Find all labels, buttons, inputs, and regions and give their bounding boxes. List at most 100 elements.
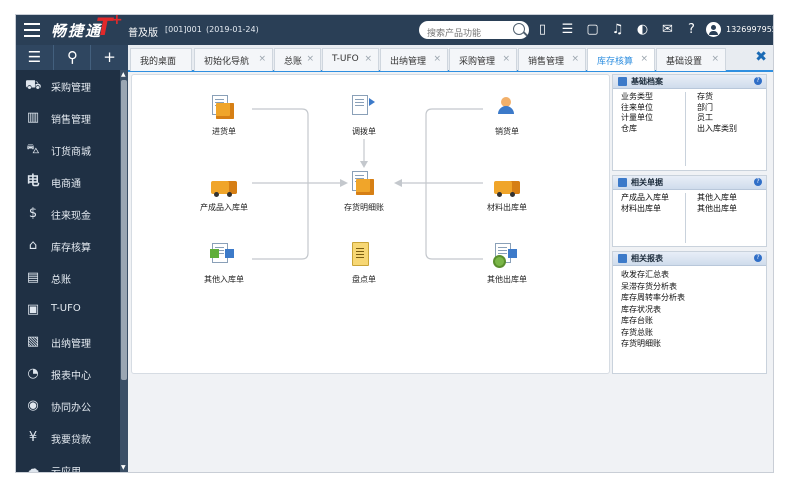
link-material-out[interactable]: 材料出库单 <box>621 203 661 213</box>
link-stock-ledger[interactable]: 库存台账 <box>621 316 653 325</box>
link-unit[interactable]: 计量单位 <box>621 113 653 122</box>
close-icon[interactable]: × <box>306 54 314 64</box>
stocktake-node[interactable]: 盘点单 <box>329 242 399 285</box>
sidebar-item-inventory[interactable]: ⌂ 库存核算 <box>16 230 120 262</box>
sidebar-scrollbar[interactable]: ▲ ▼ <box>120 70 128 472</box>
mobile-icon[interactable]: ▯ <box>538 22 547 37</box>
function-search[interactable] <box>419 21 529 43</box>
tab-cashier[interactable]: 出纳管理 × <box>380 48 448 71</box>
transfer-node[interactable]: 调拨单 <box>329 95 399 137</box>
sidebar-item-label: 采购管理 <box>51 83 91 94</box>
finished-goods-icon <box>209 171 239 199</box>
close-icon[interactable]: × <box>433 54 441 64</box>
tab-inventory[interactable]: 库存核算 × <box>587 48 655 71</box>
other-in-icon <box>209 243 239 271</box>
link-stock-status[interactable]: 库存状况表 <box>621 304 661 314</box>
sidebar-item-cash[interactable]: $ 往来现金 <box>16 198 120 230</box>
finished-goods-in-node[interactable]: 产成品入库单 <box>189 171 259 213</box>
inventory-detail-node[interactable]: 存货明细账 <box>329 171 399 213</box>
sidebar-item-collab[interactable]: ◉ 协同办公 <box>16 390 120 422</box>
link-io-category[interactable]: 出入库类别 <box>697 123 737 133</box>
sidebar-item-ecommerce[interactable]: 电 电商通 <box>16 166 120 198</box>
chat-icon[interactable]: ▢ <box>586 22 599 37</box>
tab-my-desktop[interactable]: 我的桌面 <box>130 48 192 71</box>
account-label: [001]001 <box>165 25 202 34</box>
list-icon[interactable]: ☰ <box>561 22 574 37</box>
material-out-node[interactable]: 材料出库单 <box>472 171 542 213</box>
sidebar-item-report-center[interactable]: ◔ 报表中心 <box>16 358 120 390</box>
bar-chart-icon: ▥ <box>26 110 40 125</box>
bell-icon[interactable]: ♫ <box>611 22 624 37</box>
close-icon[interactable]: × <box>571 54 579 64</box>
close-all-tabs-icon[interactable]: ✖ <box>755 49 767 65</box>
help-icon[interactable]: ? <box>754 77 762 85</box>
tab-label: T-UFO <box>332 54 359 64</box>
message-icon[interactable]: ✉ <box>662 22 673 37</box>
link-slow-stock-analysis[interactable]: 呆滞存货分析表 <box>621 281 677 291</box>
link-stock-detail-ledger[interactable]: 存货明细账 <box>621 339 661 348</box>
sidebar-item-sales[interactable]: ▥ 销售管理 <box>16 102 120 134</box>
sidebar-item-label: 往来现金 <box>51 211 91 222</box>
sales-node[interactable]: 销货单 <box>472 95 542 137</box>
sidebar-item-t-ufo[interactable]: ▣ T-UFO <box>16 294 120 326</box>
sidebar-item-loan[interactable]: ¥ 我要贷款 <box>16 422 120 454</box>
sidebar-item-ordering-mall[interactable]: ⛍ 订货商城 <box>16 134 120 166</box>
scroll-up-icon[interactable]: ▲ <box>121 71 126 78</box>
tab-purchase[interactable]: 采购管理 × <box>449 48 517 71</box>
link-other-out[interactable]: 其他出库单 <box>697 203 737 213</box>
node-label: 盘点单 <box>352 275 376 284</box>
sidebar-item-cashier[interactable]: ▧ 出纳管理 <box>16 326 120 358</box>
hamburger-menu-icon[interactable] <box>24 23 40 37</box>
tab-t-ufo[interactable]: T-UFO × <box>322 48 379 71</box>
other-in-node[interactable]: 其他入库单 <box>189 243 259 285</box>
plus-icon[interactable]: + <box>90 45 128 70</box>
refresh-icon[interactable]: ◐ <box>636 22 649 37</box>
search-icon[interactable] <box>513 23 525 35</box>
sales-icon <box>492 95 522 123</box>
link-business-type[interactable]: 业务类型 <box>621 92 653 101</box>
tab-label: 出纳管理 <box>390 57 427 67</box>
avatar[interactable] <box>706 22 721 37</box>
other-out-node[interactable]: 其他出库单 <box>472 243 542 285</box>
purchase-in-node[interactable]: 进货单 <box>189 95 259 137</box>
loan-icon: ¥ <box>28 430 38 445</box>
brand-t-logo: T <box>96 14 113 41</box>
user-phone[interactable]: 13269979558 <box>726 25 773 34</box>
tab-basic-settings[interactable]: 基础设置 × <box>656 48 726 71</box>
tab-sales[interactable]: 销售管理 × <box>518 48 586 71</box>
close-icon[interactable]: × <box>502 54 510 64</box>
tab-ledger[interactable]: 总账 × <box>274 48 321 71</box>
help-icon[interactable]: ? <box>754 178 762 186</box>
search-input[interactable] <box>419 25 513 43</box>
scroll-down-icon[interactable]: ▼ <box>121 464 126 471</box>
tab-init-nav[interactable]: 初始化导航 × <box>194 48 273 71</box>
tab-label: 我的桌面 <box>140 57 177 67</box>
link-warehouse[interactable]: 仓库 <box>621 123 637 133</box>
sidebar-item-purchase[interactable]: ⛟ 采购管理 <box>16 70 120 102</box>
scroll-thumb[interactable] <box>121 80 127 380</box>
tab-label: 总账 <box>284 57 303 67</box>
link-other-in[interactable]: 其他入库单 <box>697 193 737 202</box>
link-employee[interactable]: 员工 <box>697 113 713 122</box>
link-stock[interactable]: 存货 <box>697 92 713 101</box>
related-reports-panel: 相关报表 ? 收发存汇总表 呆滞存货分析表 库存周转率分析表 库存状况表 库存台… <box>612 251 767 374</box>
panel-title: 基础档案 <box>631 77 663 86</box>
close-icon[interactable]: × <box>364 54 372 64</box>
help-icon[interactable]: ? <box>688 22 695 37</box>
link-department[interactable]: 部门 <box>697 102 713 112</box>
close-icon[interactable]: × <box>640 54 648 64</box>
link-turnover-analysis[interactable]: 库存周转率分析表 <box>621 293 685 302</box>
link-stock-general-ledger[interactable]: 存货总账 <box>621 327 653 337</box>
collapse-menu-icon[interactable]: ☰ <box>27 48 42 66</box>
sidebar-item-cloud[interactable]: ☁ 云应用 <box>16 454 120 472</box>
close-icon[interactable]: × <box>258 54 266 64</box>
money-icon: $ <box>28 206 38 221</box>
basic-archives-panel: 基础档案 ? 业务类型 往来单位 计量单位 仓库 存货 部门 员工 出入库类别 <box>612 74 767 171</box>
search-icon[interactable]: ⚲ <box>53 45 91 70</box>
link-partner[interactable]: 往来单位 <box>621 102 653 112</box>
link-receipt-summary[interactable]: 收发存汇总表 <box>621 270 669 279</box>
sidebar-item-ledger[interactable]: ▤ 总账 <box>16 262 120 294</box>
close-icon[interactable]: × <box>711 54 719 64</box>
link-finished-goods-in[interactable]: 产成品入库单 <box>621 193 669 202</box>
help-icon[interactable]: ? <box>754 254 762 262</box>
